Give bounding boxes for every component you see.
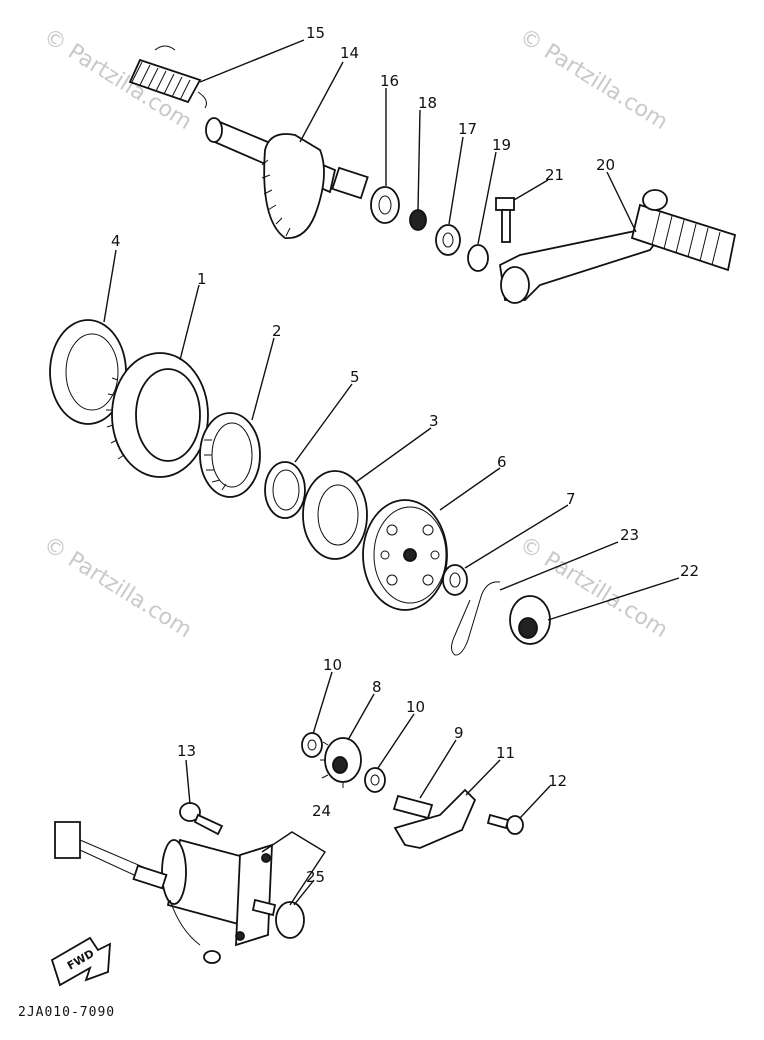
callout-17: 17	[458, 120, 477, 138]
callout-19: 19	[492, 136, 511, 154]
callout-numbers: 15 14 16 18 17 19 21 20 4 1 2 5 3 6 7 23…	[111, 24, 699, 886]
part-20-kick-crank	[499, 189, 737, 304]
callout-10-a: 10	[323, 656, 342, 674]
callout-12: 12	[548, 772, 567, 790]
part-10-washer-b	[364, 767, 386, 793]
part-5-circlip	[264, 461, 306, 519]
part-16-bushing	[370, 186, 400, 224]
callout-11: 11	[496, 744, 515, 762]
watermark-top-right: © Partzilla.com	[515, 24, 672, 135]
part-25-o-ring	[275, 901, 305, 939]
part-22-gear-assembly	[509, 595, 551, 645]
part-15-spring	[128, 45, 207, 109]
callout-20: 20	[596, 156, 615, 174]
callout-4: 4	[111, 232, 121, 250]
part-1-gear	[106, 352, 209, 478]
leader-lines	[103, 39, 680, 906]
part-3-collar	[302, 470, 368, 560]
callout-14: 14	[340, 44, 359, 62]
callout-24: 24	[312, 802, 331, 820]
fwd-arrow-icon: FWD	[50, 936, 112, 987]
watermark-mid-left: © Partzilla.com	[39, 532, 196, 643]
callout-7: 7	[566, 490, 576, 508]
starter-motor	[54, 821, 277, 964]
callout-22: 22	[680, 562, 699, 580]
callout-3: 3	[429, 412, 439, 430]
callout-1: 1	[197, 270, 207, 288]
part-11-bracket	[393, 788, 477, 849]
callout-18: 18	[418, 94, 437, 112]
callout-23: 23	[620, 526, 639, 544]
part-21-bolt	[495, 197, 515, 243]
part-23-spring-clip	[451, 581, 501, 656]
callout-2: 2	[272, 322, 282, 340]
part-6-plate	[362, 499, 448, 611]
callout-9: 9	[454, 724, 464, 742]
part-12-screw	[486, 813, 524, 835]
part-18-clip	[409, 209, 427, 231]
part-10-washer-a	[301, 732, 323, 758]
callout-13: 13	[177, 742, 196, 760]
callout-5: 5	[350, 368, 360, 386]
callout-21: 21	[545, 166, 564, 184]
part-19-circlip	[467, 244, 489, 272]
part-7-washer	[442, 564, 468, 596]
part-9-shaft-pin	[392, 794, 434, 820]
callout-8: 8	[372, 678, 382, 696]
part-17-washer	[435, 224, 461, 256]
callout-6: 6	[497, 453, 507, 471]
part-14-kick-axle	[205, 117, 369, 239]
part-13-bolt	[179, 802, 224, 836]
callout-15: 15	[306, 24, 325, 42]
diagram-code: 2JA010-7090	[18, 1005, 115, 1020]
part-2-bearing	[199, 412, 261, 498]
callout-25: 25	[306, 868, 325, 886]
callout-10-b: 10	[406, 698, 425, 716]
part-8-gear	[320, 737, 362, 788]
callout-16: 16	[380, 72, 399, 90]
